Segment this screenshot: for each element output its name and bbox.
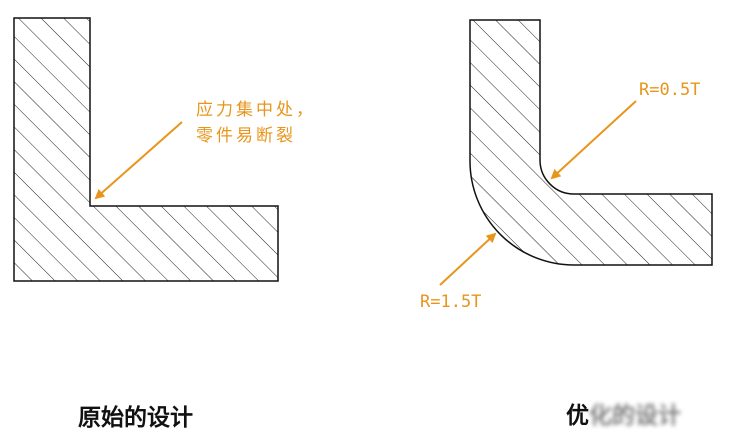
- optimized-design-caption: 优化的设计: [566, 396, 681, 430]
- optimized-caption-obscured: 化的设计: [589, 402, 681, 429]
- outer-radius-label: R=1.5T: [420, 292, 482, 312]
- stress-point-arrow: [94, 121, 183, 200]
- original-design-caption: 原始的设计: [78, 404, 193, 431]
- inner-radius-label: R=0.5T: [639, 80, 701, 100]
- stress-note-line1: 应力集中处，: [196, 100, 316, 120]
- optimized-l-bracket: [469, 19, 713, 266]
- optimized-caption-visible: 优: [566, 402, 589, 429]
- inner-radius-arrow: [550, 100, 637, 180]
- original-l-bracket: [13, 17, 279, 282]
- stress-note-line2: 零件易断裂: [196, 126, 296, 146]
- outer-radius-arrow: [439, 232, 497, 286]
- stress-note: 应力集中处， 零件易断裂: [196, 97, 316, 149]
